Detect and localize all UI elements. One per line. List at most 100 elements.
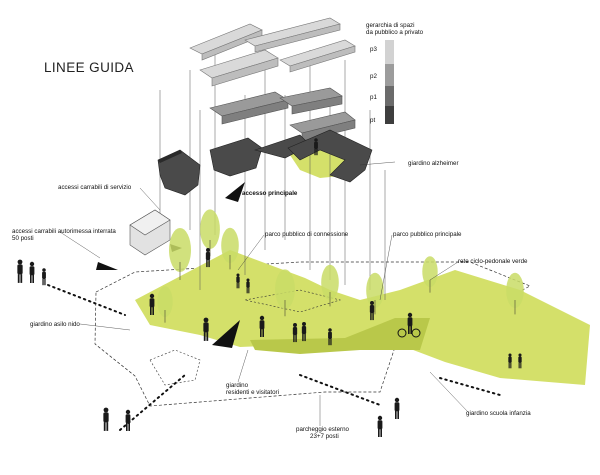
bicycle-wheel-front [411,328,421,338]
person-5-body [236,276,240,283]
person-0-body [17,264,23,275]
slab-p2-1-side [221,99,289,125]
person-0-leg-r [20,274,23,283]
label-giardino-residenti-line1: giardino [226,382,249,389]
person-11-head [328,328,332,332]
tree-canopy-3 [275,269,295,310]
person-4-leg-l [206,259,208,268]
leader-line-5 [79,323,131,331]
legend-key-pt: pt [370,117,376,124]
dotted-path-1 [119,374,186,431]
person-0-head [17,259,23,265]
person-13-head [314,138,318,142]
person-3-body [149,298,155,308]
bicycle-wheel-rear [397,328,407,338]
label-accessi-autorimessa: accessi carrabili autorimessa interrata … [12,228,116,243]
label-giardino-alzheimer: giardino alzheimer [408,160,459,167]
legend-swatch-pt [385,106,394,124]
slab-p2-2-side [291,95,343,115]
slab-p3-3-side [289,45,356,73]
tree-canopy-7 [506,272,524,308]
diagram-title: LINEE GUIDA [44,60,134,75]
legend-title-line2: da pubblico a privato [366,29,424,37]
label-giardino-residenti-line2: residenti e visitatori [226,389,279,397]
legend-key-p1: p1 [370,94,377,101]
arrow-accesso-principale [225,182,245,202]
label-parco-connessione: parco pubblico di connessione [265,231,349,238]
person-18-head [377,415,383,421]
legend-key-p3: p3 [370,46,377,53]
person-8-body [259,320,265,330]
park-green-area [135,250,590,385]
person-17-leg-r [128,423,130,431]
tree-canopy-0 [169,228,191,272]
footprint-asilo [149,349,201,386]
service-box-top [129,209,171,236]
label-giardino-asilo: giardino asilo nido [30,321,80,328]
person-18-leg-l [378,429,380,437]
person-16-leg-l [103,422,106,431]
person-13-body [314,141,318,149]
person-8-head [259,315,265,321]
label-accessi-autorimessa-line1: accessi carrabili autorimessa interrata [12,228,116,235]
person-12-leg-l [370,312,372,321]
dotted-path-3 [439,377,501,396]
leader-line-6 [237,349,249,383]
person-15-leg-l [518,362,520,369]
person-16-body [103,412,109,423]
person-18-body [377,420,383,430]
slab-p3-2-side [254,23,341,53]
tree-canopy-1 [200,209,220,249]
tree-canopy-6 [422,256,438,287]
label-rete-ciclo-pedonale: rete ciclo-pedonale verde [458,258,528,265]
legend-swatch-p3 [385,40,394,64]
person-10-head [302,322,306,326]
building-pt-left-top [158,150,182,163]
person-3-leg-l [150,307,152,315]
person-4-leg-r [208,259,210,268]
leader-line-2 [237,234,265,271]
person-1-head [29,261,35,267]
person-11-leg-r [330,338,332,346]
label-accessi-servizio: accessi carrabili di servizio [58,184,132,191]
person-5-head [236,273,240,277]
person-14-head [508,353,512,357]
person-7-head [203,317,209,323]
legend-key-p2: p2 [370,73,377,80]
person-15-leg-r [520,362,522,369]
person-18-leg-r [380,429,382,437]
person-1-leg-r [32,275,34,283]
label-parcheggio-line2: 23+7 posti [310,433,339,441]
person-19-body [394,402,400,412]
arrow-ground-entry [212,320,240,348]
person-2-leg-r [44,278,46,286]
tree-canopy-5 [366,272,384,308]
leader-line-9 [359,161,396,166]
person-2-leg-l [42,278,44,286]
person-16-head [103,407,109,413]
person-13-leg-l [314,148,316,156]
person-1-body [29,266,35,276]
person-5-leg-l [236,282,238,289]
slab-p3-4-side [211,57,279,87]
person-4-body [205,251,211,261]
person-12-leg-r [372,312,374,321]
label-accessi-autorimessa-line2: 50 posti [12,235,34,243]
person-9-head [293,323,297,327]
person-19-leg-l [395,411,397,419]
dotted-path-0 [47,284,126,316]
person-9-leg-r [295,334,297,343]
legend-swatch-p2 [385,64,394,86]
person-14-leg-r [510,362,512,369]
legend-title-line1: gerarchia di spazi [366,22,415,29]
dotted-path-2 [299,374,381,406]
legend-title: gerarchia di spazi da pubblico a privato [366,22,423,37]
leader-line-0 [139,187,161,211]
person-14-body [508,356,512,363]
tree-canopy-4 [321,264,339,300]
person-5-leg-r [238,282,240,289]
person-7-leg-r [206,332,209,341]
label-accesso-principale: accesso principale [242,190,298,197]
arrow-autorimessa [96,262,118,270]
